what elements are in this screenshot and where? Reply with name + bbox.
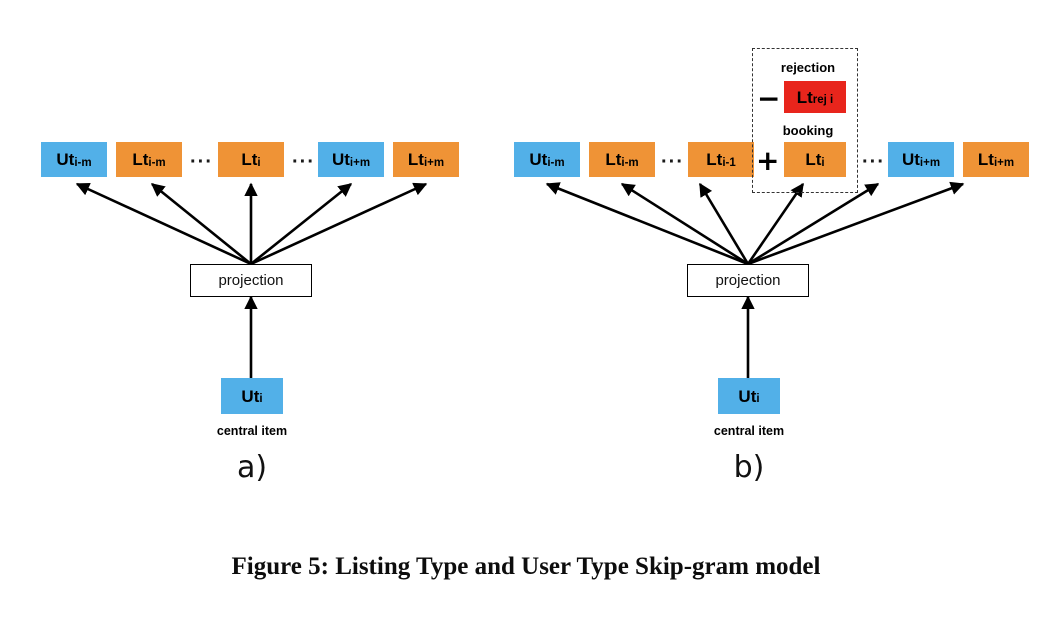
node-subscript: i-m [74,156,92,169]
node-subscript: i [756,393,760,406]
node-base: Lt [241,150,258,169]
node-subscript: i+m [349,156,371,169]
node-subscript: rej i [812,94,834,107]
panel-b-ellipsis-right: ··· [862,151,885,173]
node-subscript: i [257,156,261,169]
panel-a-arrows [75,182,428,266]
panel-b-group-box [752,48,858,193]
panel-a-central-item-label: central item [216,424,288,438]
panel-b-plus-operator: + [756,144,780,177]
node-subscript: i+m [919,156,941,169]
node-subscript: i+m [993,156,1015,169]
panel-a-projection-box[interactable]: projection [190,264,312,297]
panel-a-letter: a) [236,450,268,485]
node-base: Lt [407,150,424,169]
node-base: Ut [901,150,920,169]
node-subscript: i [821,156,825,169]
node-base: Lt [977,150,994,169]
node-base: Ut [241,386,260,406]
node-subscript: i-1 [722,156,736,169]
node-base: Ut [529,150,548,169]
panel-b-letter: b) [733,450,765,485]
node-subscript: i-m [148,156,166,169]
node-subscript: i-m [547,156,565,169]
figure-caption: Figure 5: Listing Type and User Type Ski… [231,553,821,580]
panel-a-ellipsis-left: ··· [190,151,213,173]
panel-b-projection-box[interactable]: projection [687,264,809,297]
node-base: Lt [605,150,622,169]
panel-a-ellipsis-right: ··· [292,151,315,173]
node-base: Ut [56,150,75,169]
node-base: Lt [706,150,723,169]
node-base: Ut [331,150,350,169]
panel-b-arrows [545,181,965,266]
node-subscript: i-m [621,156,639,169]
panel-b-central-item-label: central item [713,424,785,438]
node-subscript: i [259,393,263,406]
projection-label: projection [715,272,781,289]
node-base: Lt [132,150,149,169]
node-subscript: i+m [423,156,445,169]
panel-b-minus-operator: − [757,82,781,115]
node-base: Lt [796,87,813,107]
panel-b-ellipsis-left: ··· [661,151,684,173]
node-base: Ut [738,386,757,406]
projection-label: projection [218,272,284,289]
panel-b-rejection-label: rejection [780,60,836,75]
node-base: Lt [805,150,822,169]
panel-b-booking-label: booking [782,123,834,138]
